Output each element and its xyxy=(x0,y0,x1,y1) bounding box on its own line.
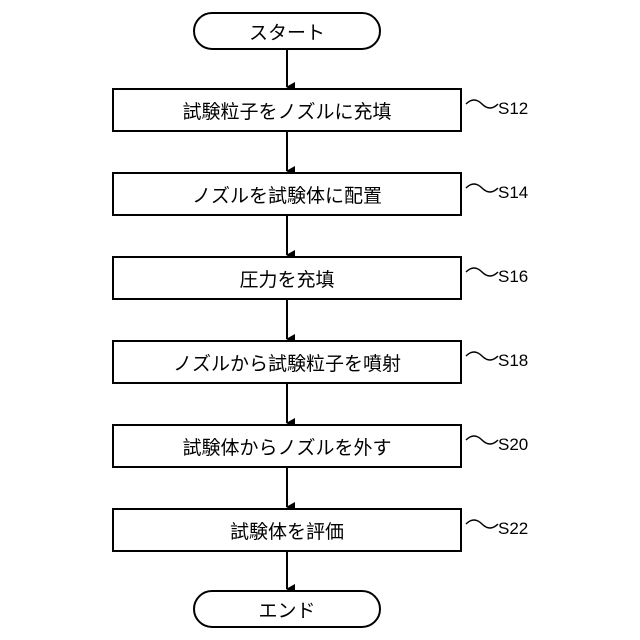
step-id-s22: S22 xyxy=(498,519,528,539)
step-id-leader xyxy=(466,100,498,108)
process-step-s14: ノズルを試験体に配置 xyxy=(112,172,462,216)
step-id-s12: S12 xyxy=(498,99,528,119)
end-terminal: エンド xyxy=(193,590,381,628)
process-step-s20: 試験体からノズルを外す xyxy=(112,424,462,468)
step-id-leader xyxy=(466,352,498,360)
end-label: エンド xyxy=(258,596,315,623)
step-id-leader xyxy=(466,268,498,276)
process-step-s12: 試験粒子をノズルに充填 xyxy=(112,88,462,132)
step-label: 試験粒子をノズルに充填 xyxy=(182,97,391,124)
step-label: ノズルから試験粒子を噴射 xyxy=(173,349,401,376)
process-step-s16: 圧力を充填 xyxy=(112,256,462,300)
step-id-s18: S18 xyxy=(498,351,528,371)
step-id-leader xyxy=(466,184,498,192)
step-label: 圧力を充填 xyxy=(239,265,334,292)
step-id-leader xyxy=(466,436,498,444)
start-terminal: スタート xyxy=(193,12,381,50)
step-id-s20: S20 xyxy=(498,435,528,455)
step-label: 試験体を評価 xyxy=(230,517,344,544)
step-label: ノズルを試験体に配置 xyxy=(192,181,382,208)
step-id-leader xyxy=(466,520,498,528)
process-step-s22: 試験体を評価 xyxy=(112,508,462,552)
step-id-s16: S16 xyxy=(498,267,528,287)
step-id-s14: S14 xyxy=(498,183,528,203)
process-step-s18: ノズルから試験粒子を噴射 xyxy=(112,340,462,384)
step-label: 試験体からノズルを外す xyxy=(182,433,391,460)
start-label: スタート xyxy=(249,18,325,45)
